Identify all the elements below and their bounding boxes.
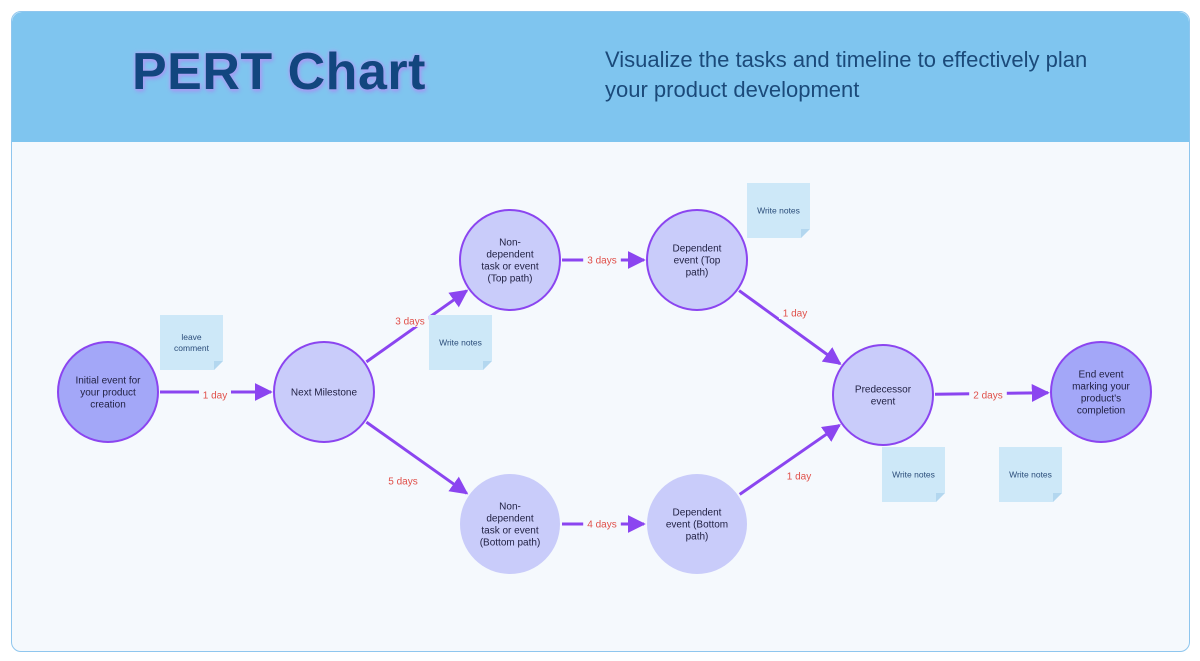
page-title: PERT Chart: [132, 43, 426, 101]
node-circle[interactable]: [1050, 341, 1152, 443]
node-label: marking your: [1072, 382, 1130, 393]
duration-label: 1 day: [787, 472, 811, 483]
duration-label: 2 days: [973, 391, 1002, 402]
sticky-note[interactable]: Write notes: [747, 183, 810, 238]
node-circle[interactable]: [273, 341, 375, 443]
node-label: Dependent: [673, 508, 722, 519]
sticky-note-paper[interactable]: [429, 315, 492, 370]
node-milestone[interactable]: Next Milestone: [273, 341, 375, 443]
edge-arrow-dep-bottom-to-predecessor: [738, 423, 841, 496]
duration-label-group: 2 days: [969, 388, 1007, 402]
sticky-note-text: Write notes: [757, 206, 800, 216]
duration-label-bg: [779, 306, 811, 319]
node-label: path): [686, 532, 709, 543]
duration-label-bg: [783, 469, 815, 482]
sticky-note-text: Write notes: [439, 338, 482, 348]
duration-label-group: 4 days: [583, 517, 621, 531]
duration-label: 1 day: [783, 309, 807, 320]
edge-arrow-dep-top-to-predecessor: [738, 289, 842, 366]
node-label: your product: [80, 388, 136, 399]
node-label: End event: [1078, 370, 1123, 381]
duration-labels-layer: 1 day 3 days 5 days 3 days 4 days 1 day 1 day 2…: [199, 253, 1007, 531]
node-label: Next Milestone: [291, 388, 358, 399]
sticky-note-fold: [801, 229, 810, 238]
sticky-note-fold: [483, 361, 492, 370]
sticky-note[interactable]: Write notes: [429, 315, 492, 370]
node-label: creation: [90, 400, 126, 411]
duration-label-group: 1 day: [779, 306, 811, 320]
node-label: Non-: [499, 238, 521, 249]
node-circle[interactable]: [646, 209, 748, 311]
node-label: (Top path): [487, 274, 532, 285]
node-label: task or event: [481, 526, 538, 537]
header-banner: PERT Chart Visualize the tasks and timel…: [12, 12, 1189, 142]
sticky-note-text: leave: [181, 332, 202, 342]
node-label: event: [871, 397, 896, 408]
sticky-note-paper[interactable]: [747, 183, 810, 238]
node-circle[interactable]: [460, 474, 560, 574]
node-label: dependent: [486, 250, 533, 261]
node-label: product's: [1081, 394, 1121, 405]
sticky-note-text: Write notes: [1009, 470, 1052, 480]
sticky-note-text: Write notes: [892, 470, 935, 480]
sticky-note-fold: [936, 493, 945, 502]
duration-label-bg: [969, 388, 1007, 401]
duration-label: 3 days: [587, 256, 616, 267]
node-label: Predecessor: [855, 385, 912, 396]
node-label: task or event: [481, 262, 538, 273]
node-label: completion: [1077, 406, 1125, 417]
duration-label: 5 days: [388, 477, 417, 488]
duration-label: 1 day: [203, 391, 227, 402]
sticky-note-fold: [214, 361, 223, 370]
page-subtitle: Visualize the tasks and timeline to effe…: [605, 47, 1088, 102]
duration-label-group: 1 day: [783, 469, 815, 483]
duration-label-bg: [391, 314, 429, 327]
sticky-note-paper[interactable]: [882, 447, 945, 502]
duration-label-group: 5 days: [384, 474, 422, 488]
node-label: Non-: [499, 502, 521, 513]
sticky-note-paper[interactable]: [999, 447, 1062, 502]
duration-label-group: 3 days: [583, 253, 621, 267]
edges-layer: [160, 251, 1050, 533]
duration-label-bg: [199, 388, 231, 401]
node-label: event (Bottom: [666, 520, 728, 531]
duration-label-group: 3 days: [391, 314, 429, 328]
duration-label-bg: [583, 517, 621, 530]
duration-label-bg: [384, 474, 422, 487]
duration-label-bg: [583, 253, 621, 266]
node-label: Initial event for: [75, 376, 141, 387]
node-label: (Bottom path): [480, 538, 541, 549]
node-circle[interactable]: [832, 344, 934, 446]
edge-arrow-milestone-to-nondep-bottom: [365, 420, 469, 495]
node-label: dependent: [486, 514, 533, 525]
node-label: path): [686, 268, 709, 279]
sticky-note[interactable]: Write notes: [882, 447, 945, 502]
node-circle[interactable]: [459, 209, 561, 311]
node-label: event (Top: [674, 256, 721, 267]
duration-label-group: 1 day: [199, 388, 231, 402]
sticky-note-text: comment: [174, 343, 210, 353]
sticky-note-paper[interactable]: [160, 315, 223, 370]
duration-label: 4 days: [587, 520, 616, 531]
sticky-note-fold: [1053, 493, 1062, 502]
node-label: Dependent: [673, 244, 722, 255]
node-circle[interactable]: [57, 341, 159, 443]
node-circle[interactable]: [647, 474, 747, 574]
pert-canvas: PERT Chart Visualize the tasks and timel…: [11, 11, 1190, 652]
duration-label: 3 days: [395, 317, 424, 328]
sticky-note[interactable]: Write notes: [999, 447, 1062, 502]
